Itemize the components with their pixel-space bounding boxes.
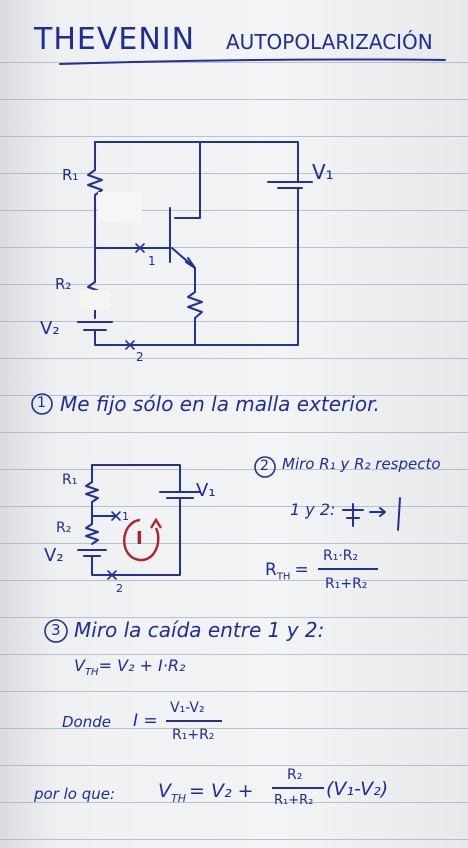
conclusion-frac-den: R₁+R₂ [274,793,314,808]
rth-fraction-line [318,568,378,570]
conclusion-rhs-start: = V₂ + [189,780,254,802]
c2-node1-label: 1 [122,510,129,523]
step2-line2: 1 y 2: [290,500,336,519]
rth-sub: TH [276,571,291,583]
conclusion-rhs-end: (V₁-V₂) [326,778,389,800]
rth-denominator: R₁+R₂ [325,576,368,592]
page-title: THEVENIN [34,22,196,57]
donde-label: Donde [62,713,111,731]
c1-r1-label: R₁ [62,166,79,184]
c1-v1-label: V₁ [312,160,334,184]
step1-text: Me fijo sólo en la malla exterior. [60,392,380,416]
vth-letter: V [74,656,85,675]
rth-equals: = [294,560,309,580]
i-label: I = [133,711,158,731]
c1-node2-label: 2 [136,350,144,364]
conclusion-vth-letter: V [158,780,171,802]
vth-rhs: = V₂ + I·R₂ [98,656,186,675]
conclusion-fraction-line [272,787,324,789]
step1-number: 1 [37,395,46,411]
c2-r2-label: R₂ [56,520,72,536]
conclusion-vth: VTH= V₂ + [158,780,254,805]
conclusion-vth-sub: TH [171,791,186,805]
page-subtitle: AUTOPOLARIZACIÓN [226,30,433,54]
c2-current-label: I [136,528,143,549]
step2-number: 2 [260,458,269,474]
c1-v2-label: V₂ [40,318,60,339]
step3-text: Miro la caída entre 1 y 2: [74,618,325,642]
step2-text: Miro R₁ y R₂ respecto [282,455,441,473]
i-denominator: R₁+R₂ [172,727,215,743]
vth-equation: VTH= V₂ + I·R₂ [74,656,185,678]
conclusion-lead: por lo que: [34,785,116,803]
i-numerator: V₁-V₂ [170,700,205,716]
c2-v1-label: V₁ [196,480,216,501]
c2-node2-label: 2 [116,582,123,595]
c2-v2-label: V₂ [44,545,64,566]
rth-numerator: R₁·R₂ [323,548,359,564]
conclusion-frac-num: R₂ [287,767,303,783]
c2-r1-label: R₁ [62,472,78,488]
vth-sub: TH [84,667,99,679]
i-fraction-line [166,720,222,722]
step3-number: 3 [51,621,61,639]
rth-label: RTH= [265,560,309,582]
c1-node1-label: 1 [148,254,156,268]
rth-letter: R [265,560,277,580]
c1-r2-label: R₂ [55,275,72,293]
